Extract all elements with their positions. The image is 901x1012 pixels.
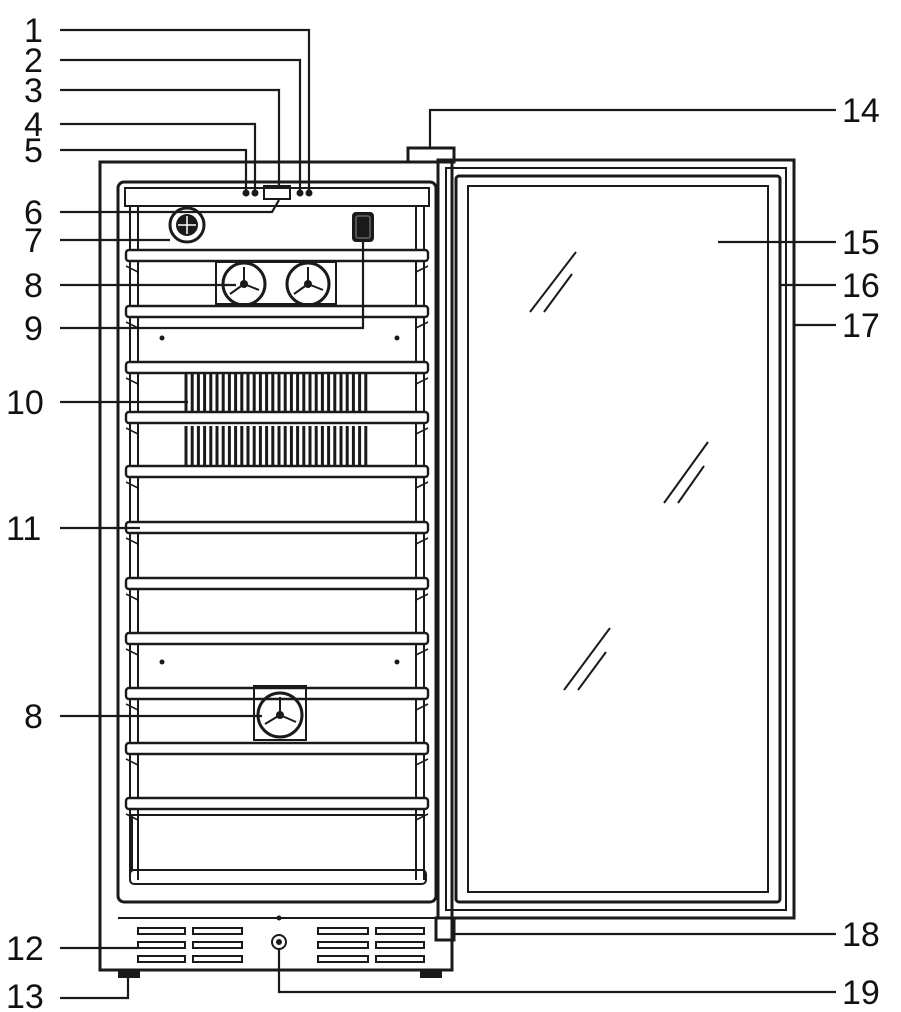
shelf (124, 520, 430, 535)
label-13: 13 (6, 978, 44, 1012)
vent-slot (192, 927, 243, 935)
label-9: 9 (24, 310, 43, 348)
foot-right (420, 970, 442, 978)
label-1: 1 (24, 12, 43, 50)
shelf (124, 304, 430, 319)
label-2: 2 (24, 42, 43, 80)
label-8-upper: 8 (24, 267, 43, 305)
label-11: 11 (6, 510, 41, 548)
vent-slot (317, 955, 369, 963)
shelf (124, 248, 430, 263)
label-7: 7 (24, 222, 43, 260)
callout-labels: 1 2 3 4 5 6 7 8 9 10 11 8 12 13 14 15 16… (6, 12, 880, 1012)
label-12: 12 (6, 930, 44, 968)
label-18: 18 (842, 916, 880, 954)
label-17: 17 (842, 307, 880, 345)
shelves (124, 248, 430, 821)
cabinet-inner (116, 180, 438, 904)
drawer-base (129, 869, 427, 885)
vent-slot (317, 927, 369, 935)
glass-pane (467, 185, 769, 893)
door-frame (436, 158, 796, 920)
vent-slot (137, 927, 186, 935)
door-trim (454, 174, 782, 904)
vent-slot (192, 955, 243, 963)
control-strip (124, 187, 430, 207)
control-panel (242, 185, 313, 200)
door-gasket (445, 167, 787, 911)
label-15: 15 (842, 224, 880, 262)
label-19: 19 (842, 974, 880, 1012)
shelf (124, 464, 430, 479)
button-4 (251, 189, 259, 197)
foot-left (118, 970, 140, 978)
label-14: 14 (842, 92, 880, 130)
lower-fan-housing (253, 685, 307, 741)
bottom-drawer (131, 814, 425, 871)
fan-right (285, 261, 331, 307)
vent-slot (375, 955, 425, 963)
shelf (124, 631, 430, 646)
shelf (124, 410, 430, 425)
vent-slot (317, 941, 369, 949)
label-16: 16 (842, 267, 880, 305)
kickplate-vents (137, 927, 425, 963)
shelf (124, 741, 430, 756)
display-3 (263, 185, 291, 200)
leader-lines (60, 28, 836, 1000)
label-8-lower: 8 (24, 698, 43, 736)
label-10: 10 (6, 384, 44, 422)
screws (159, 335, 400, 665)
vent-slot (375, 941, 425, 949)
evaporator-grilles (184, 374, 368, 466)
button-2 (296, 189, 304, 197)
label-5: 5 (24, 132, 43, 170)
vent-slot (137, 955, 186, 963)
vent-slot (137, 941, 186, 949)
vent-slot (192, 941, 243, 949)
cabinet-outer (98, 160, 454, 972)
label-3: 3 (24, 72, 43, 110)
fan-housing (215, 261, 337, 305)
upper-fans (215, 261, 337, 307)
vent-slot (375, 927, 425, 935)
button-1 (305, 189, 313, 197)
air-purifier (168, 206, 206, 244)
shelf (124, 576, 430, 591)
cabinet-body (98, 160, 454, 972)
label-4: 4 (24, 106, 43, 144)
shelf (124, 360, 430, 375)
glass-door (436, 158, 796, 920)
light-switch (352, 212, 374, 242)
shelf (124, 796, 430, 811)
label-6: 6 (24, 194, 43, 232)
purifier-outer (168, 206, 206, 244)
button-5 (242, 189, 250, 197)
